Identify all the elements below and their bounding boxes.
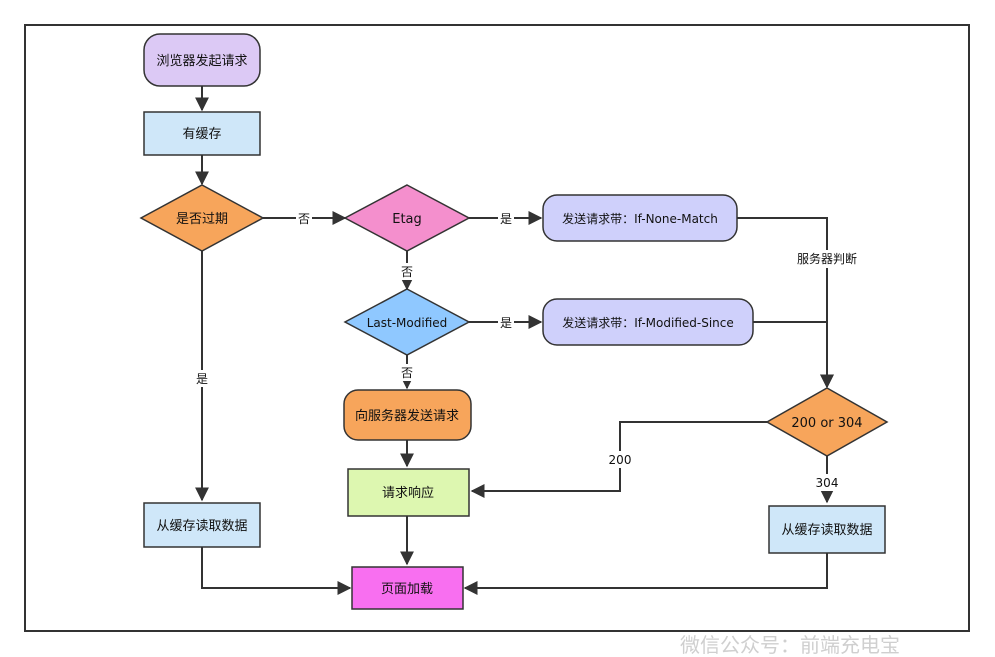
node-start — [143, 33, 261, 87]
label-server-judge: 服务器判断 — [797, 251, 857, 266]
label-lm-no: 否 — [401, 366, 413, 380]
node-page-load — [351, 566, 464, 610]
node-send-server — [343, 389, 472, 441]
node-status-decision-label: 200 or 304 — [791, 416, 862, 431]
node-read-cache-right — [768, 505, 886, 554]
watermark-text: 微信公众号：前端充电宝 — [680, 633, 900, 657]
node-if-none-match — [542, 194, 738, 242]
edge-cache-right-to-page-load — [463, 553, 828, 595]
label-lm-yes: 是 — [500, 316, 512, 330]
edge-if-modified-since-to-decision — [753, 321, 834, 389]
node-read-cache-left-label: 从缓存读取数据 — [156, 519, 247, 534]
node-if-modified-since-label: 发送请求带：If-Modified-Since — [562, 315, 734, 330]
node-if-modified-since — [542, 298, 754, 346]
node-etag-label: Etag — [392, 212, 422, 227]
node-has-cache-label: 有缓存 — [182, 127, 221, 142]
node-read-cache-left — [143, 502, 261, 548]
node-has-cache — [143, 111, 261, 156]
node-expired — [139, 184, 265, 252]
label-status-200: 200 — [609, 453, 632, 467]
edge-if-none-match-to-decision — [737, 217, 834, 389]
label-expired-no: 否 — [298, 212, 310, 226]
node-response — [347, 468, 470, 517]
label-etag-no: 否 — [401, 265, 413, 279]
node-expired-label: 是否过期 — [176, 212, 228, 227]
node-response-label: 请求响应 — [382, 485, 434, 501]
node-etag — [343, 184, 471, 252]
frame-border — [24, 24, 970, 632]
node-last-modified — [343, 288, 471, 356]
node-send-server-label: 向服务器发送请求 — [355, 408, 459, 424]
label-status-304: 304 — [816, 476, 839, 490]
label-expired-yes: 是 — [196, 372, 208, 386]
edge-cache-left-to-page-load — [201, 547, 352, 595]
node-if-none-match-label: 发送请求带：If-None-Match — [562, 211, 718, 226]
node-page-load-label: 页面加载 — [381, 582, 433, 597]
node-read-cache-right-label: 从缓存读取数据 — [781, 523, 872, 538]
node-start-label: 浏览器发起请求 — [156, 53, 247, 69]
label-etag-yes: 是 — [500, 212, 512, 226]
node-status-decision — [765, 387, 889, 457]
node-last-modified-label: Last-Modified — [367, 316, 448, 330]
